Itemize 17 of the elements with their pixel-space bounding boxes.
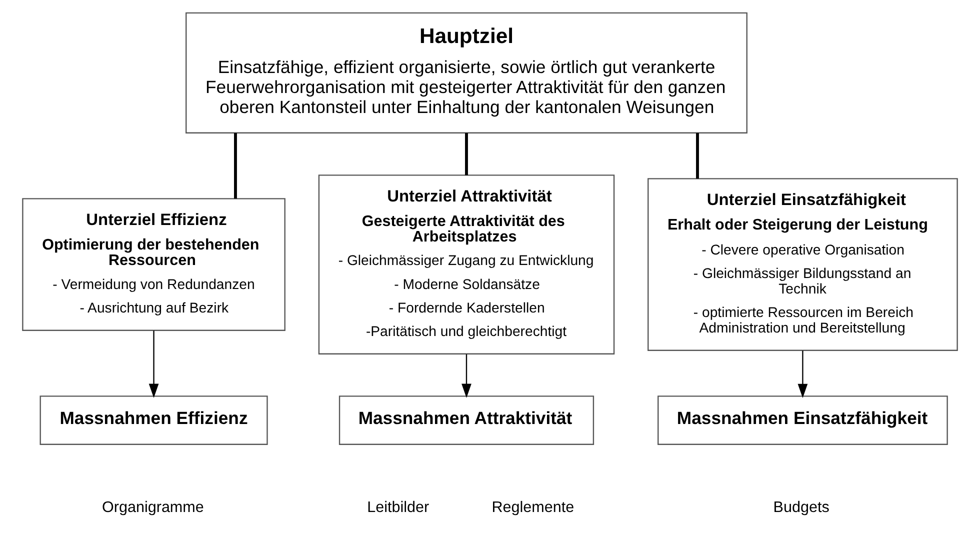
node-box: Unterziel Einsatzfähigkeit Erhalt oder Steigerung der Leistung - Clevere operative Organisation - Gleichmässiger Bildungsstand an Technik - optimierte Ressourcen im Bereich Administration und Bereitstellung: [647, 178, 958, 351]
label: Budgets: [772, 498, 829, 516]
node-box: Unterziel Effizienz Optimierung der bestehenden Ressourcen - Vermeidung von Redundanzen - Ausrichtung auf Bezirk: [22, 198, 285, 331]
arrow: [461, 354, 471, 398]
node-box: Massnahmen Effizienz: [39, 396, 268, 445]
node-box: Hauptziel Einsatzfähige, effizient organisierte, sowie örtlich gut verankerte Feuerwehrorganisation mit gesteigerter Attraktivität für den ganzen oberen Kantonsteil unter Einhaltung der kantonalen Weisungen: [185, 12, 747, 134]
node-box: Unterziel Attraktivität Gesteigerte Attraktivität des Arbeitsplatzes - Gleichmässiger Zugang zu Entwicklung - Moderne Soldansätze - Fordernde Kaderstellen -Paritätisch und gleichberechtigt: [318, 174, 614, 354]
arrow: [797, 350, 808, 398]
arrow: [148, 330, 158, 398]
node-box: Massnahmen Attraktivität: [338, 396, 594, 445]
connector: [696, 133, 698, 179]
connector: [464, 133, 468, 176]
node-box: Massnahmen Einsatzfähigkeit: [657, 396, 948, 445]
label: Reglemente: [491, 498, 574, 516]
label: Leitbilder: [366, 498, 429, 516]
label: Organigramme: [102, 498, 204, 516]
connector: [234, 133, 236, 199]
